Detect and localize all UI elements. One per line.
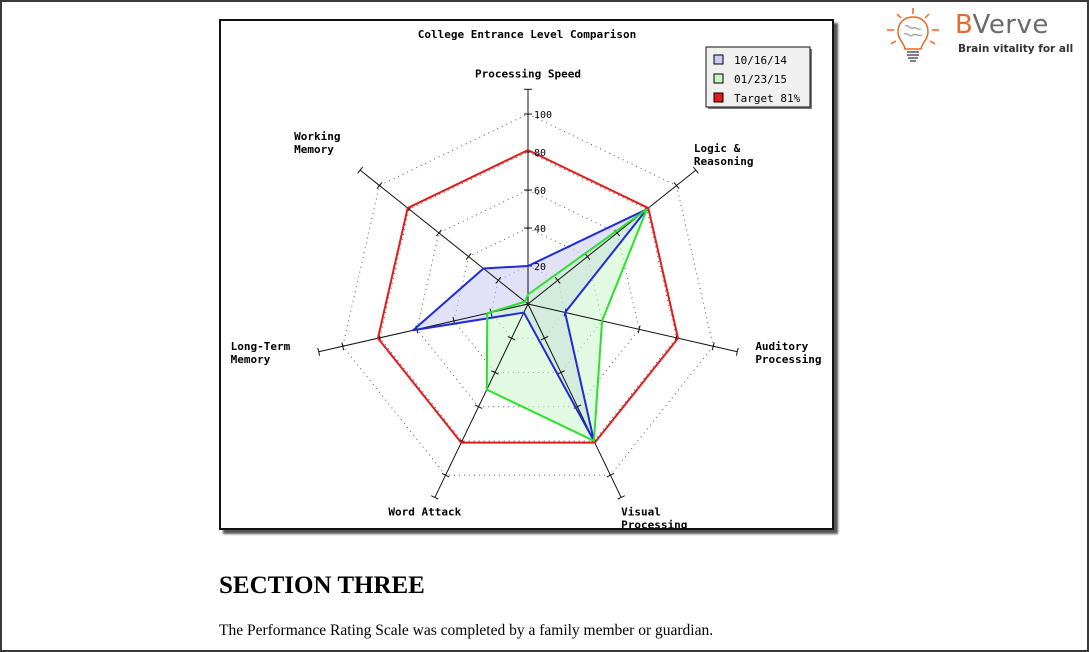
tick-label: 80 [534,148,546,159]
series-line [485,208,648,442]
axis-tick [540,336,549,341]
axis-label-line: Memory [231,353,271,366]
axis-end-tick [357,166,364,174]
legend-swatch [713,92,724,103]
axis-label-line: Processing [755,353,821,366]
chart-title: College Entrance Level Comparison [418,28,637,41]
section-description: The Performance Rating Scale was complet… [219,622,714,639]
axis-end-tick [735,347,739,356]
axis-label: Word Attack [388,505,461,518]
axis-line [527,303,738,353]
axis-tick [474,404,483,409]
axis-tick [557,370,565,375]
legend-swatch [713,54,724,65]
bverve-logo: BVerve Brain vitality for all [883,6,1078,66]
axis-end-tick [431,495,439,500]
axis-tick [435,229,442,237]
axis-tick [376,182,383,189]
axis-label-line: Logic & [694,142,741,155]
section-title: SECTION THREE [219,572,425,599]
lightbulb-brain-icon [887,8,939,62]
axis-label: Logic &Reasoning [694,142,754,168]
legend-swatch [713,73,724,84]
axis-line [527,303,622,498]
axis-tick [491,370,499,375]
axis-label-line: Processing Speed [475,67,581,80]
logo-name-rest: Verve [972,10,1049,40]
axis-tick [637,325,641,334]
legend-label: 10/16/14 [734,54,787,67]
axis-label-line: Visual [621,505,661,518]
axis-label-line: Working [294,130,340,143]
radar-chart-panel: College Entrance Level Comparison 20 40 60… [219,19,834,530]
axis-tick [673,182,680,189]
radar-chart: College Entrance Level Comparison 20 40 60… [231,28,822,528]
series-line [412,208,648,442]
tick-label: 100 [534,110,552,121]
series-area [486,209,647,441]
axis-line [434,303,529,498]
axis-tick [507,336,516,341]
axis-label-line: Memory [294,143,334,156]
axis-tick [495,276,502,284]
axis-line [527,169,697,305]
logo-tagline: Brain vitality for all [958,43,1074,55]
logo-name: BVerve [955,10,1049,40]
axis-tick [711,342,715,351]
axis-end-tick [317,347,321,356]
axis-tick [554,276,561,284]
axis-label-line: Long-Term [231,340,291,353]
tick-label: 60 [534,186,546,197]
logo-name-first: B [955,10,973,40]
axis-line [359,169,529,305]
tick-label: 20 [534,262,546,273]
axis-tick [606,472,615,478]
tick-label: 40 [534,224,546,235]
axis-tick [465,253,472,261]
axis-label-line: Processing [621,518,687,528]
axis-end-tick [692,166,699,174]
legend-label: 01/23/15 [734,73,787,86]
axis-tick [441,472,450,478]
axis-label-line: Reasoning [694,155,754,168]
axis-tick [341,342,345,351]
axis-label-line: Auditory [755,340,808,353]
axis-end-tick [617,495,625,500]
axis-tick [584,253,591,261]
axis-label-line: Word Attack [388,505,461,518]
series-line [376,149,680,444]
legend-label: Target 81% [734,92,801,105]
axis-label: Processing Speed [475,67,581,80]
